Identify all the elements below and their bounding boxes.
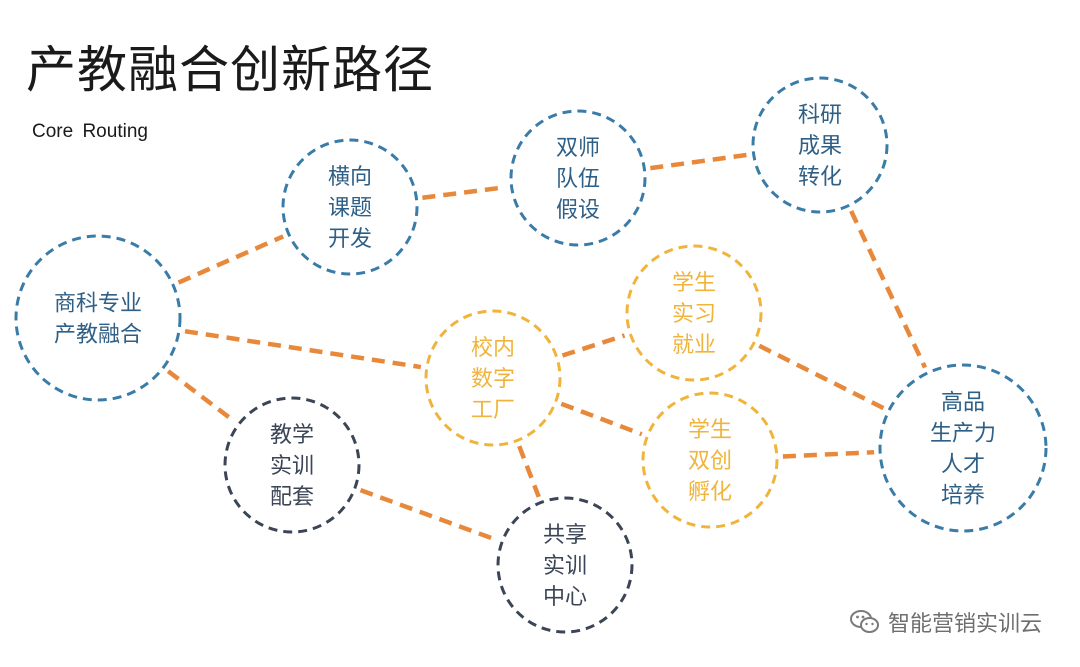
node-label: 教学 <box>270 423 314 448</box>
node-label: 工厂 <box>471 398 515 423</box>
node-label: 转化 <box>798 165 842 190</box>
node-label: 孵化 <box>688 480 732 505</box>
nodes-layer: 商科专业产教融合横向课题开发双师队伍假设科研成果转化校内数字工厂学生实习就业学生… <box>14 76 1048 634</box>
node-label: 生产力 <box>930 422 996 447</box>
node-label: 开发 <box>328 227 372 252</box>
node-circle-shuangshi <box>509 109 647 247</box>
node-label: 高品 <box>941 391 985 416</box>
node-circle-xiaonei <box>424 309 562 447</box>
node-circle-jiaoxue <box>223 396 361 534</box>
node-label: 横向 <box>328 165 372 190</box>
wechat-icon <box>849 610 879 633</box>
node-circle-shangke <box>14 234 182 402</box>
node-circle-gaopin <box>878 363 1048 533</box>
node-label: 实训 <box>270 454 314 479</box>
edge-shixi-gaopin <box>758 343 885 411</box>
edge-xiaonei-shuangchuang <box>560 401 643 437</box>
edge-shangke-xiaonei <box>184 328 422 370</box>
node-label: 配套 <box>270 485 314 510</box>
node-label: 学生 <box>688 418 732 443</box>
node-circle-shuangchuang <box>641 391 779 529</box>
node-label: 双创 <box>688 449 732 474</box>
node-label: 双师 <box>556 136 600 161</box>
node-label: 人才 <box>941 453 985 478</box>
edge-jiaoxue-gongxiang <box>359 487 498 543</box>
node-circle-shixi <box>625 244 763 382</box>
edge-hengxiang-shuangshi <box>422 184 506 201</box>
node-label: 产教融合 <box>54 323 142 348</box>
subtitle: Core Routing <box>32 121 148 142</box>
node-circle-hengxiang <box>281 138 419 276</box>
node-label: 共享 <box>543 523 587 548</box>
node-label: 商科专业 <box>54 292 142 317</box>
watermark: 智能营销实训云 <box>849 607 1042 637</box>
node-label: 培养 <box>941 484 985 509</box>
node-label: 校内 <box>471 336 515 361</box>
node-label: 实训 <box>543 554 587 579</box>
edge-xiaonei-shixi <box>561 333 626 358</box>
node-label: 成果 <box>798 134 842 159</box>
node-label: 科研 <box>798 103 842 128</box>
node-label: 实习 <box>672 302 716 327</box>
edge-shangke-hengxiang <box>177 234 285 285</box>
node-label: 假设 <box>556 198 600 223</box>
page-title: 产教融合创新路径 <box>26 41 434 99</box>
edge-keyan-gaopin <box>849 210 928 369</box>
watermark-text: 智能营销实训云 <box>887 612 1042 637</box>
edge-shangke-jiaoxue <box>166 369 236 423</box>
node-label: 数字 <box>471 367 515 392</box>
edge-xiaonei-gongxiang <box>517 445 541 498</box>
node-circle-gongxiang <box>496 496 634 634</box>
edges-layer <box>166 152 928 543</box>
node-label: 中心 <box>543 585 587 610</box>
node-label: 课题 <box>328 196 372 221</box>
edge-shuangchuang-gaopin <box>782 449 875 459</box>
node-label: 队伍 <box>556 167 600 192</box>
node-circle-keyan <box>751 76 889 214</box>
node-label: 学生 <box>672 271 716 296</box>
node-label: 就业 <box>672 333 716 358</box>
edge-shuangshi-keyan <box>650 152 748 171</box>
